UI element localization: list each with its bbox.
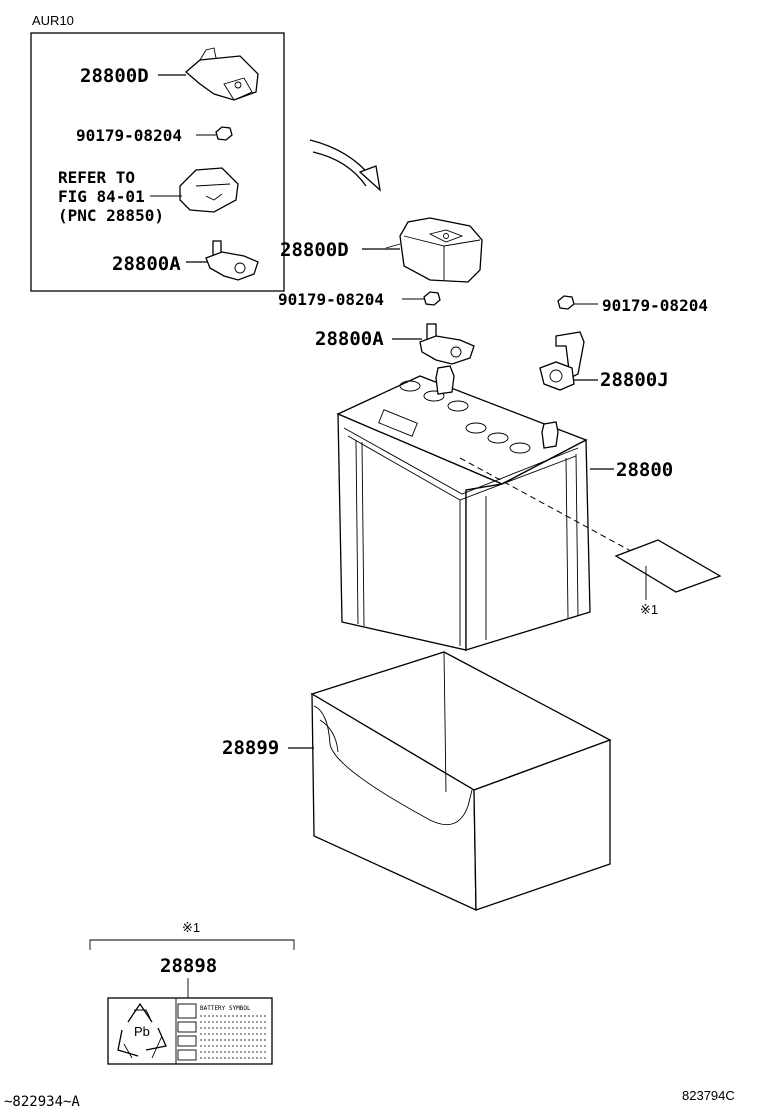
nut-right-drawing <box>557 295 575 310</box>
cover-drawing <box>385 217 483 283</box>
recycle-text: Pb <box>134 1024 150 1039</box>
curved-arrow-icon <box>309 139 381 192</box>
clamp-neg-part-no: 28800J <box>600 369 669 391</box>
inset-nut-part-no: 90179-08204 <box>76 126 182 145</box>
label-placement-drawing <box>614 539 722 600</box>
nut-right-part-no: 90179-08204 <box>602 296 708 315</box>
inset-clamp-drawing <box>205 240 259 281</box>
clamp-pos-part-no: 28800A <box>315 328 384 350</box>
note-mark-main: ※1 <box>640 602 658 617</box>
clamp-pos-drawing <box>419 323 475 365</box>
inset-cover-drawing <box>185 47 259 101</box>
label-section-bracket <box>89 939 295 950</box>
nut-left-part-no: 90179-08204 <box>278 290 384 309</box>
recycle-icon <box>117 1002 167 1059</box>
inset-nut-drawing <box>215 126 233 141</box>
battery-label <box>107 997 273 1065</box>
inset-refer-line2: FIG 84-01 <box>58 187 145 206</box>
tray-drawing <box>310 651 612 912</box>
inset-frame <box>30 32 285 292</box>
footer-right-code: 823794C <box>682 1088 735 1103</box>
label-fine-print <box>200 1015 266 1059</box>
inset-refer-line1: REFER TO <box>58 168 135 187</box>
inset-cover-part-no: 28800D <box>80 65 149 87</box>
label-title: BATTERY SYMBOL <box>200 1005 251 1012</box>
tray-part-no: 28899 <box>222 737 279 759</box>
inset-refer-line3: (PNC 28850) <box>58 206 164 225</box>
cover-part-no: 28800D <box>280 239 349 261</box>
nut-left-drawing <box>423 291 441 306</box>
clamp-neg-drawing <box>539 331 585 391</box>
battery-drawing <box>336 365 591 651</box>
inset-refer-drawing <box>179 167 239 213</box>
note-mark-label: ※1 <box>182 920 200 935</box>
label-dash-leader <box>459 457 641 557</box>
label-side-blocks <box>177 1003 197 1061</box>
battery-part-no: 28800 <box>616 459 673 481</box>
footer-left-code: ~822934~A <box>4 1094 80 1110</box>
label-part-no: 28898 <box>160 955 217 977</box>
inset-clamp-part-no: 28800A <box>112 253 181 275</box>
model-code: AUR10 <box>32 13 74 28</box>
